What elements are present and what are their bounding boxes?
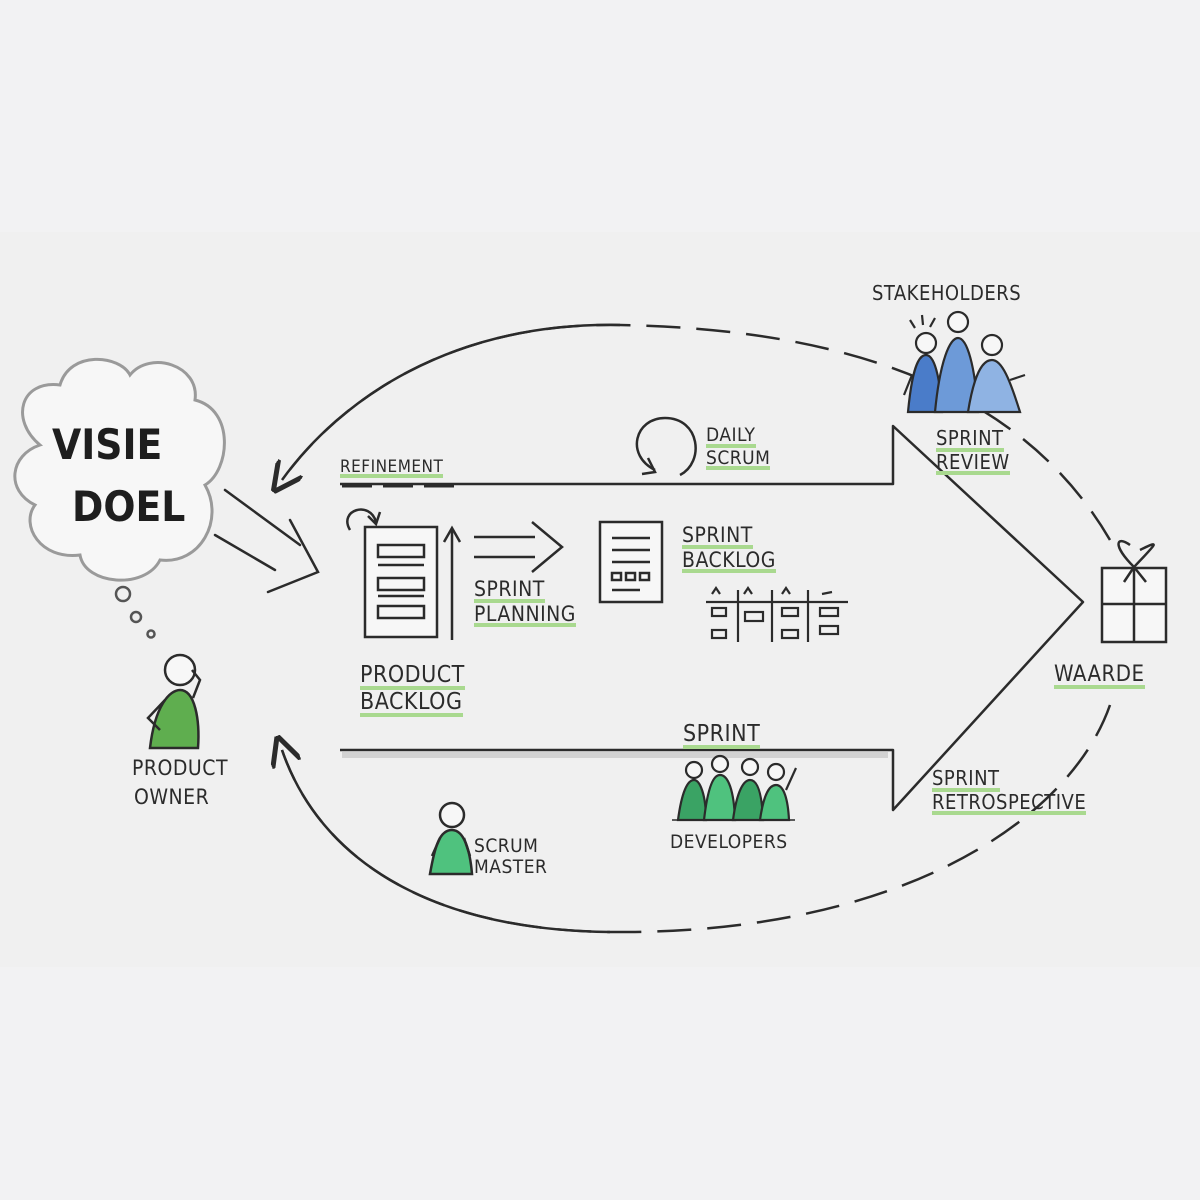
product-owner-figure bbox=[146, 653, 202, 750]
sprint-label: SPRINT bbox=[683, 721, 761, 749]
scrum-master-figure bbox=[428, 801, 474, 876]
refinement-label: REFINEMENT bbox=[340, 457, 444, 479]
sprint-backlog-icon bbox=[598, 520, 664, 604]
cloud-to-backlog-arrow bbox=[213, 488, 320, 594]
thought-bubble bbox=[146, 629, 156, 639]
stakeholders-label: STAKEHOLDERS bbox=[872, 281, 1022, 305]
thought-bubble bbox=[114, 585, 132, 603]
thought-cloud bbox=[13, 357, 226, 582]
loop-arrow-icon bbox=[635, 416, 697, 477]
thought-bubble bbox=[129, 610, 143, 624]
task-board-icon bbox=[706, 586, 848, 642]
gift-icon bbox=[1100, 539, 1168, 644]
sprint-planning-arrow bbox=[474, 521, 564, 573]
product-backlog-icon bbox=[346, 508, 462, 640]
cloud-visie-text: VISIE bbox=[52, 420, 163, 469]
stakeholders-figures bbox=[902, 310, 1026, 414]
sprint-arrow bbox=[340, 424, 1085, 812]
developers-figures bbox=[672, 754, 798, 822]
cloud-doel-text: DOEL bbox=[72, 482, 186, 531]
developers-label: DEVELOPERS bbox=[670, 831, 788, 853]
waarde-label: WAARDE bbox=[1054, 662, 1145, 689]
